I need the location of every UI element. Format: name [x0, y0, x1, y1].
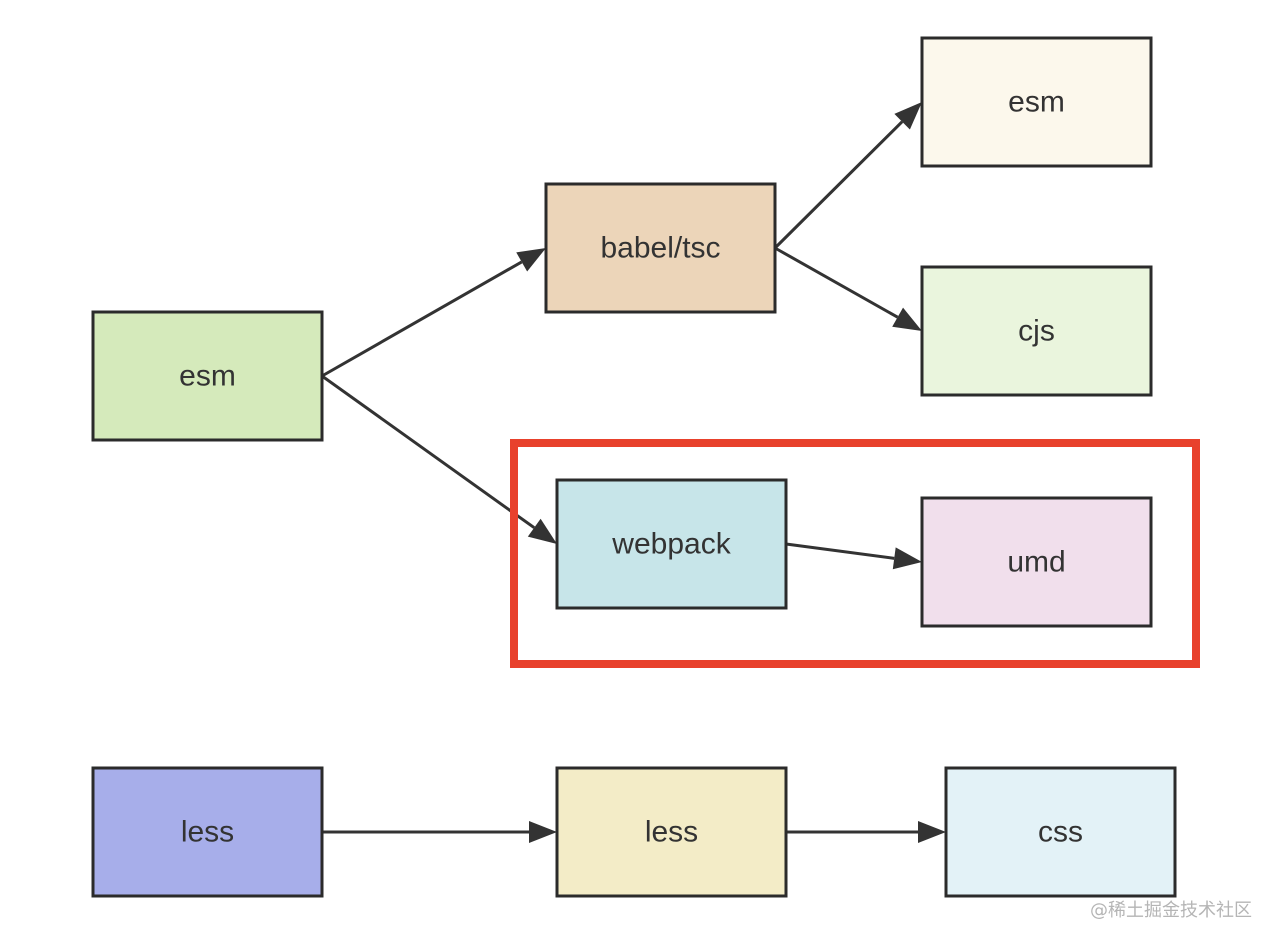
arrow-babel-tsc-to-cjs-out: [774, 246, 922, 331]
node-less-compiler-label: less: [645, 816, 698, 849]
node-umd-output: umd: [920, 496, 1153, 628]
arrow-less-source-to-less-mid: [322, 821, 557, 843]
node-css-output-label: css: [1038, 816, 1083, 849]
node-esm-output-label: esm: [1008, 86, 1065, 119]
node-webpack-label: webpack: [611, 528, 731, 561]
node-less-source-label: less: [181, 816, 234, 849]
arrow-less-mid-to-css-out: [786, 821, 946, 843]
node-babel-tsc-label: babel/tsc: [600, 232, 720, 265]
node-umd-output-label: umd: [1007, 546, 1065, 579]
node-less-source: less: [91, 766, 324, 898]
node-webpack: webpack: [555, 478, 788, 610]
arrow-webpack-to-umd-out: [785, 542, 922, 570]
node-cjs-output-label: cjs: [1018, 315, 1055, 348]
node-cjs-output: cjs: [920, 265, 1153, 397]
arrow-esm-source-to-babel-tsc: [321, 248, 546, 378]
highlight-frame: [510, 439, 1200, 668]
node-esm-source-label: esm: [179, 360, 236, 393]
arrow-babel-tsc-to-esm-out: [773, 102, 922, 250]
arrow-esm-source-to-webpack: [321, 374, 557, 544]
node-css-output: css: [944, 766, 1177, 898]
node-esm-source: esm: [91, 310, 324, 442]
watermark: @稀土掘金技术社区: [1090, 900, 1252, 921]
node-esm-output: esm: [920, 36, 1153, 168]
node-babel-tsc: babel/tsc: [544, 182, 777, 314]
node-less-compiler: less: [555, 766, 788, 898]
